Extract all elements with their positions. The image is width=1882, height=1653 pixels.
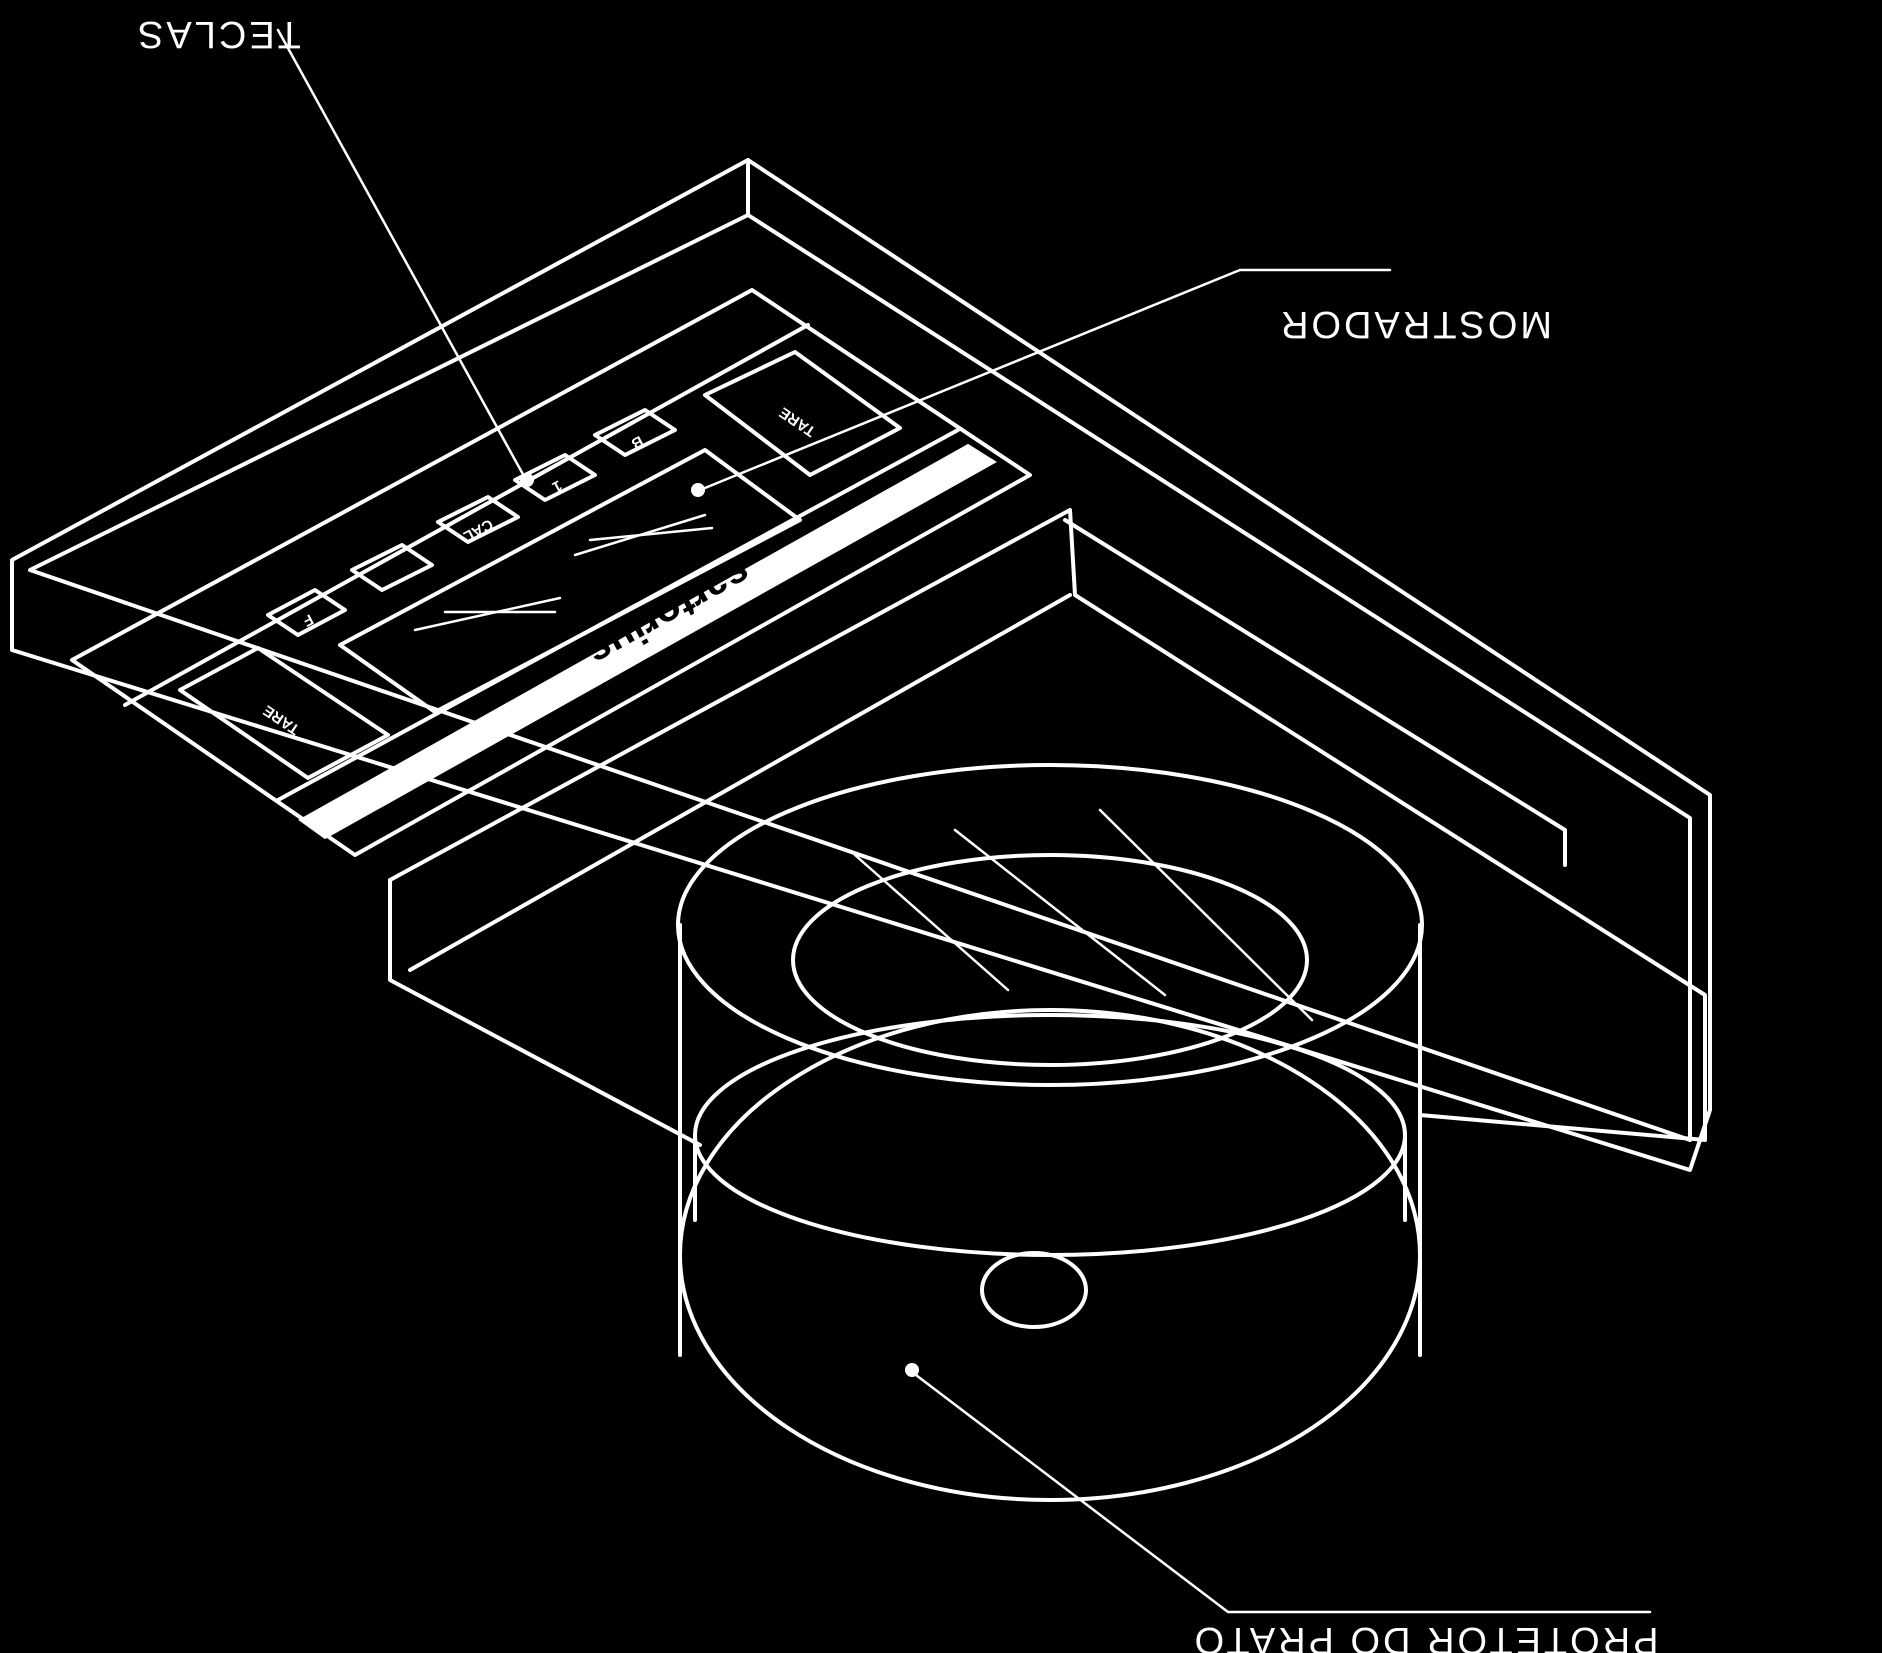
key-2[interactable] [350,543,434,592]
tare-key-right[interactable] [703,350,902,477]
pan-center-hub [980,1251,1088,1329]
pan-inner-shade-3 [1098,808,1314,1022]
housing-front-ridge [1063,518,1567,867]
callout-keys-leader [276,28,527,480]
pan-inner-shade-2 [953,828,1167,997]
callout-display-dot [691,483,705,497]
key-4[interactable] [513,453,597,502]
callout-pan-protector: PROTETOR DO PRATO [905,1363,1658,1653]
front-block-bottom-edge [408,593,1072,972]
front-block-outline [388,508,1707,1142]
callout-pan-protector-label: PROTETOR DO PRATO [1192,1619,1659,1653]
callout-keys-dot [520,473,534,487]
display-window [338,448,802,714]
panel-outline [70,288,1032,857]
tare-key-left[interactable] [178,646,390,780]
callout-pan-protector-dot [905,1363,919,1377]
callout-keys: TECLAS [135,13,534,487]
callout-pan-protector-leader [910,1370,1652,1614]
panel-top-band [123,323,810,707]
callout-display-label: MOSTRADOR [1278,303,1552,345]
key-1[interactable] [266,588,347,637]
housing-inner-outline [28,213,1692,1142]
balance-housing [10,158,1712,1172]
pan-inner-shade-1 [853,853,1010,992]
key-5[interactable] [593,408,677,457]
display-glare-4 [588,526,714,542]
callout-display-leader [698,268,1392,492]
pan-protector-disc-bottom [678,1008,1422,1502]
weighing-pan [676,763,1424,1502]
display-glare-1 [413,596,562,632]
key-3[interactable] [436,495,520,544]
housing-front-block [388,508,1707,1147]
callout-keys-label: TECLAS [135,13,301,55]
front-block-left-edge [388,878,702,1147]
brand-strip [298,443,997,840]
callout-display: MOSTRADOR [691,268,1552,497]
pan-inner-ring [791,853,1309,1067]
